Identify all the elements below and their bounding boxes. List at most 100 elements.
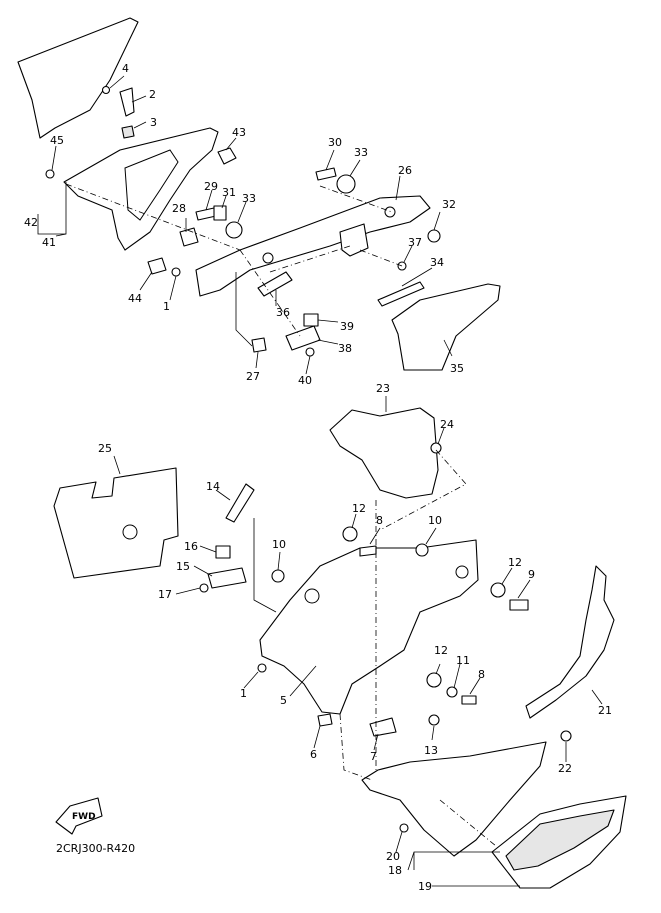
part-22-screw [560, 730, 572, 742]
callout-10: 10 [428, 514, 442, 527]
part-9-bolt [509, 599, 529, 611]
part-26-mount-hole-a [384, 206, 396, 218]
callout-1: 1 [240, 687, 247, 700]
callout-2: 2 [149, 88, 156, 101]
part-26-mount-boss [339, 223, 369, 257]
callout-26: 26 [398, 164, 412, 177]
callout-5: 5 [280, 694, 287, 707]
part-8-bolt-b [461, 695, 477, 705]
leader-lines [37, 75, 603, 887]
callout-33: 33 [242, 192, 256, 205]
callout-3: 3 [150, 116, 157, 129]
part-42-side-panel [17, 17, 139, 139]
part-3-nut [121, 125, 135, 139]
part-35-rear-cover [391, 283, 501, 371]
callout-4: 4 [122, 62, 129, 75]
part-32-grommet [427, 229, 441, 243]
part-12-grommet-b [490, 582, 506, 598]
callout-17: 17 [158, 588, 172, 601]
part-21-right-bracket [525, 565, 615, 719]
drawing-code: 2CRJ300-R420 [56, 842, 135, 855]
part-12-grommet-a [342, 526, 358, 542]
callout-23: 23 [376, 382, 390, 395]
part-45-screw [45, 169, 55, 179]
callout-12: 12 [352, 502, 366, 515]
callout-31: 31 [222, 186, 236, 199]
callout-12: 12 [508, 556, 522, 569]
part-41-cowl-opening [124, 149, 179, 221]
part-4-screw [101, 85, 111, 95]
callout-15: 15 [176, 560, 190, 573]
part-10-collar-a [271, 569, 285, 583]
alignment-lines [65, 183, 497, 847]
callout-1: 1 [163, 300, 170, 313]
callout-9: 9 [528, 568, 535, 581]
callout-8: 8 [478, 668, 485, 681]
part-36-bar [257, 271, 293, 297]
callout-43: 43 [232, 126, 246, 139]
part-11-collar [446, 686, 458, 698]
callout-35: 35 [450, 362, 464, 375]
part-33-grommet-left [225, 221, 243, 239]
callout-34: 34 [430, 256, 444, 269]
part-7-clip [369, 717, 397, 737]
part-15-bracket [207, 567, 247, 589]
part-34-strip [377, 281, 425, 307]
part-39-nut [303, 313, 319, 327]
fwd-label: FWD [72, 812, 96, 822]
part-43-clip [217, 147, 237, 165]
part-27-nut [251, 337, 267, 353]
part-8-bolt-a [359, 545, 377, 557]
callout-13: 13 [424, 744, 438, 757]
part-13-nut [428, 714, 440, 726]
part-28-clip [179, 227, 199, 247]
part-main-frame [259, 539, 479, 715]
part-1-screw-top [171, 267, 181, 277]
part-2-bracket [119, 87, 135, 117]
callouts: 1 1 2 3 4 5 6 7 8 8 9 10 10 11 12 12 12 … [24, 62, 612, 893]
part-frame-hole-b [455, 565, 469, 579]
callout-42: 42 [24, 216, 38, 229]
callout-28: 28 [172, 202, 186, 215]
callout-32: 32 [442, 198, 456, 211]
callout-30: 30 [328, 136, 342, 149]
part-20-screw [399, 823, 409, 833]
callout-24: 24 [440, 418, 454, 431]
part-25-cover-panel [53, 467, 179, 579]
callout-41: 41 [42, 236, 56, 249]
callout-20: 20 [386, 850, 400, 863]
callout-39: 39 [340, 320, 354, 333]
callout-27: 27 [246, 370, 260, 383]
callout-10: 10 [272, 538, 286, 551]
part-17-screw [199, 583, 209, 593]
part-14-strip [225, 483, 255, 523]
part-1-screw-bottom [257, 663, 267, 673]
part-25-hole [122, 524, 138, 540]
callout-8: 8 [376, 514, 383, 527]
callout-33: 33 [354, 146, 368, 159]
part-30-bolt [315, 167, 337, 181]
callout-37: 37 [408, 236, 422, 249]
callout-45: 45 [50, 134, 64, 147]
callout-29: 29 [204, 180, 218, 193]
callout-7: 7 [370, 750, 377, 763]
part-40-screw [305, 347, 315, 357]
part-31-collar [213, 205, 227, 221]
callout-14: 14 [206, 480, 220, 493]
callout-36: 36 [276, 306, 290, 319]
callout-38: 38 [338, 342, 352, 355]
part-24-grommet [430, 442, 442, 454]
part-12-grommet-c [426, 672, 442, 688]
part-33-grommet-right [336, 174, 356, 194]
callout-21: 21 [598, 704, 612, 717]
part-38-bracket [285, 325, 321, 351]
callout-25: 25 [98, 442, 112, 455]
callout-44: 44 [128, 292, 142, 305]
part-6-nut [317, 713, 333, 727]
part-26-mount-hole-b [262, 252, 274, 264]
part-18-side-cover [361, 741, 547, 857]
fwd-arrow-icon: FWD [55, 797, 103, 835]
callout-40: 40 [298, 374, 312, 387]
